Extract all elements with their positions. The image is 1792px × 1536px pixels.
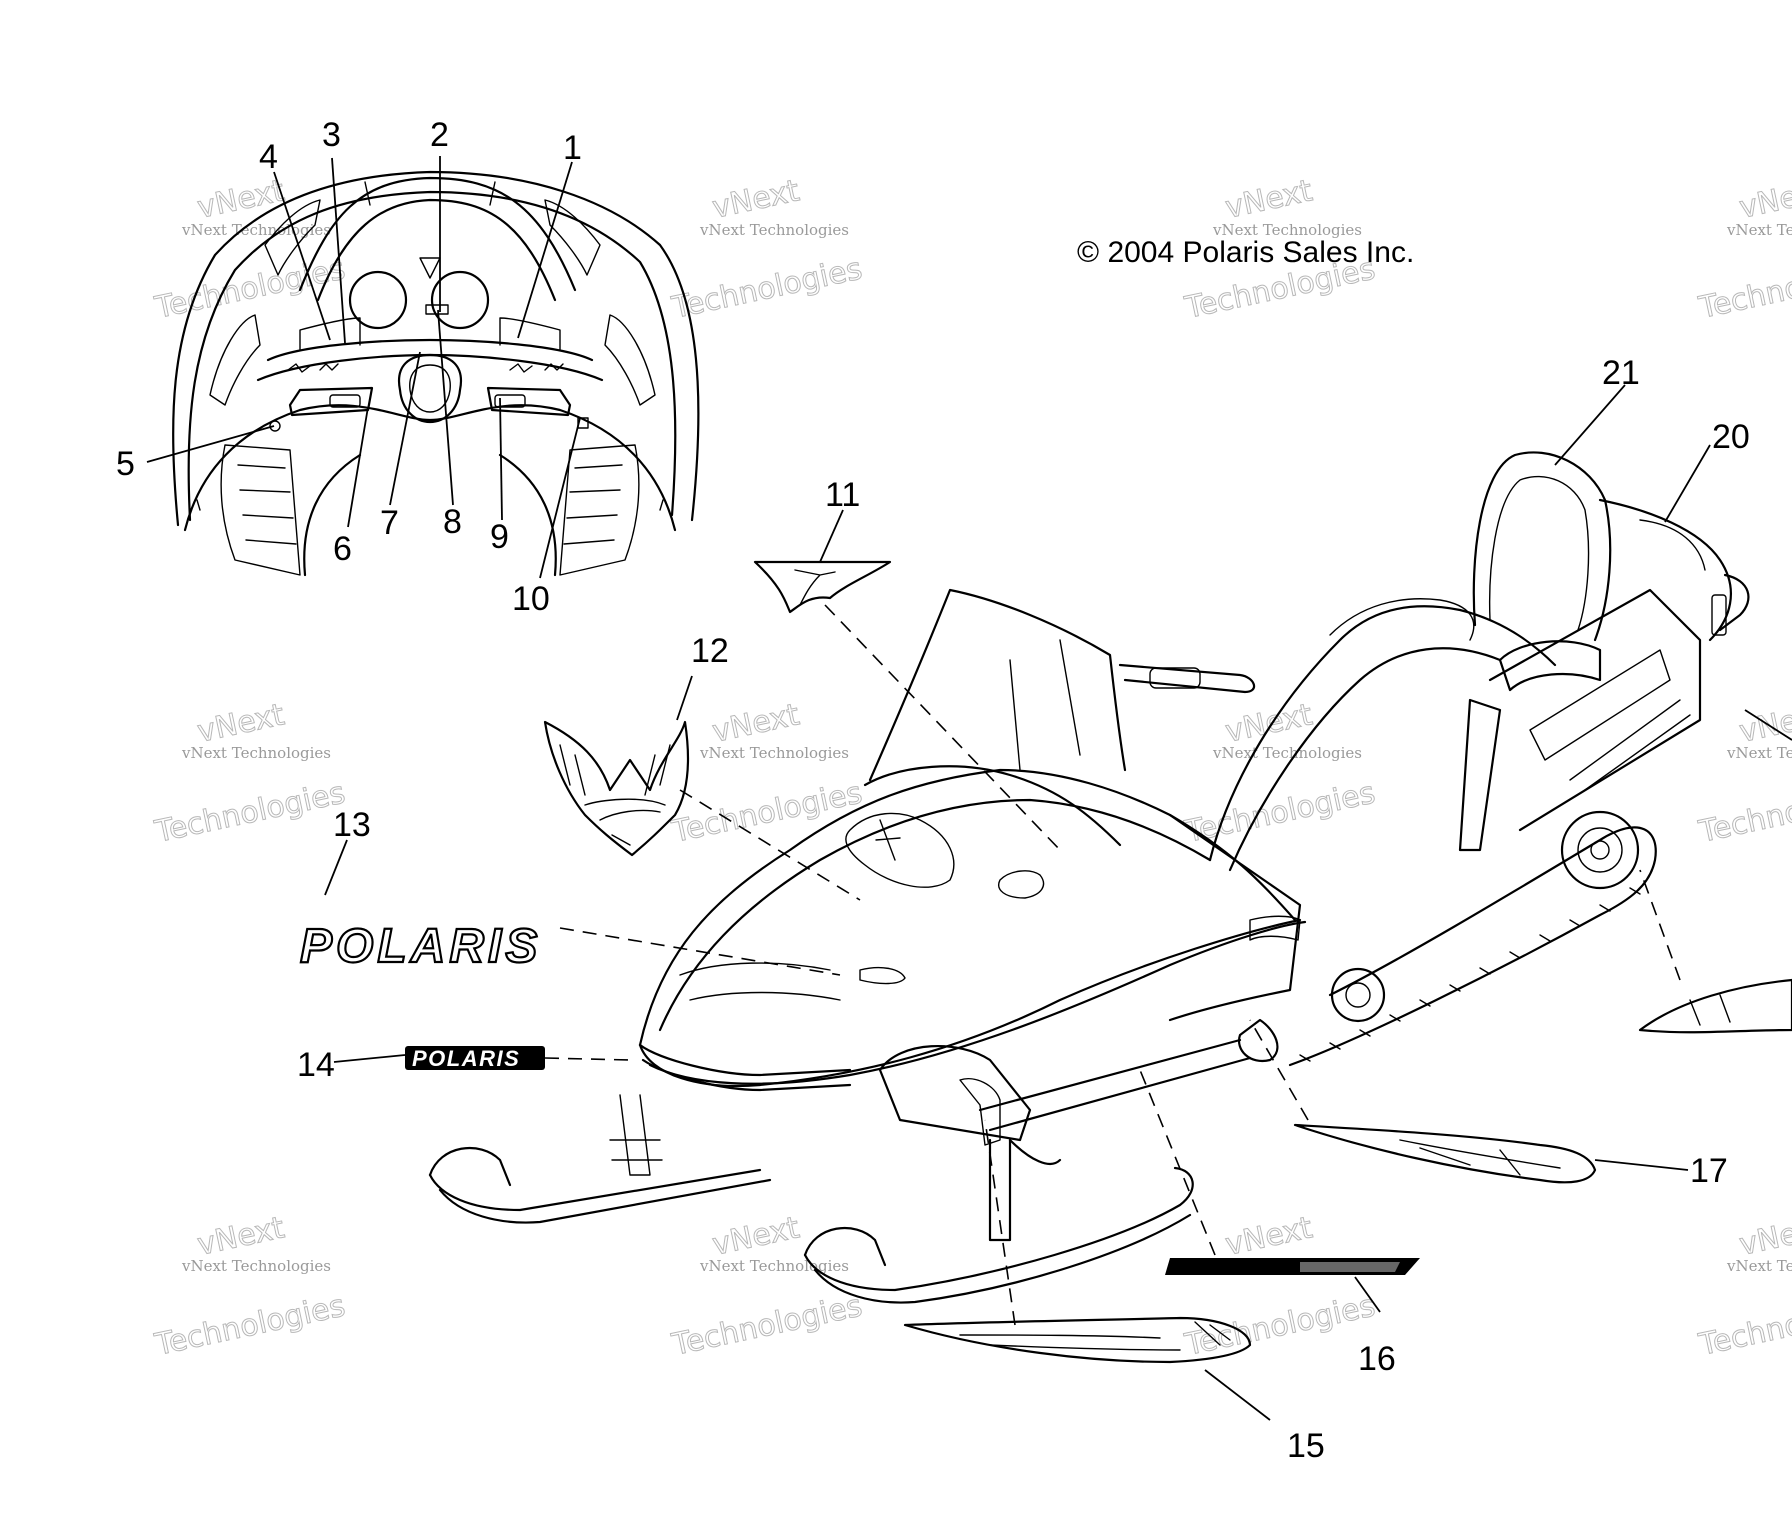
watermark-2: vNext Technologies vNext Technologies [668, 173, 866, 327]
decal-12-illustration [543, 720, 690, 857]
watermark-9: vNext Technologies vNext Technologies [151, 1210, 349, 1364]
callout-10: 10 [512, 580, 550, 618]
polaris-logo-text-small: POLARIS [412, 1046, 520, 1071]
watermark-small-text: vNext Technologies [699, 744, 849, 762]
callout-20: 20 [1712, 418, 1750, 456]
callout-3: 3 [322, 116, 341, 154]
small-logo-backing [405, 1046, 545, 1070]
watermark-big-top: vNext [709, 697, 802, 750]
watermark-big-top: vNext [709, 173, 802, 226]
watermark-big-bottom: Technologies [151, 776, 348, 851]
callout-1: 1 [563, 129, 582, 167]
watermark-small-text: vNext Technologies [699, 1257, 849, 1275]
watermark-small-text: vNext Technologies [1212, 744, 1362, 762]
watermark-7: vNext Technologies vNext Technologies [1181, 697, 1379, 851]
decal-13-polaris-logo: POLARIS [299, 919, 541, 974]
callout-6: 6 [333, 530, 352, 568]
decal-14-polaris-logo: POLARIS [405, 1046, 545, 1071]
callout-5: 5 [116, 445, 135, 483]
watermark-big-bottom: Technologies [151, 1289, 348, 1364]
copyright-text: © 2004 Polaris Sales Inc. [1077, 236, 1414, 269]
watermark-big-top: vNext [194, 1210, 287, 1263]
watermark-small-text: vNext Technologies [699, 221, 849, 239]
callout-13: 13 [333, 806, 371, 844]
watermark-big-bottom: Technologies [668, 776, 865, 851]
watermark-big-bottom: Technologies [1181, 776, 1378, 851]
callout-2: 2 [430, 116, 449, 154]
watermark-small-text: vNext Technologies [181, 1257, 331, 1275]
watermark-12: vNext Technologies vNext Technologies [1695, 1210, 1792, 1364]
decal-15-illustration [903, 1316, 1252, 1364]
watermark-big-bottom: Technologies [1695, 1289, 1792, 1364]
watermark-6: vNext Technologies vNext Technologies [668, 697, 866, 851]
leader-lines [146, 156, 1792, 1421]
watermark-big-top: vNext [194, 697, 287, 750]
decal-16-stripe-detail [1300, 1262, 1400, 1272]
watermark-big-top: vNext [1736, 173, 1792, 226]
watermark-big-top: vNext [1222, 173, 1315, 226]
decal-right-edge-illustration [1638, 978, 1792, 1034]
watermark-small-text: vNext Technologies [181, 744, 331, 762]
watermark-8: vNext Technologies vNext Technologies [1695, 697, 1792, 851]
callout-7: 7 [380, 504, 399, 542]
watermark-big-bottom: Technologies [668, 1289, 865, 1364]
watermark-big-bottom: Technologies [668, 252, 865, 327]
watermark-big-top: vNext [709, 1210, 802, 1263]
callout-9: 9 [490, 518, 509, 556]
watermark-big-bottom: Technologies [151, 252, 348, 327]
callout-labels: 1 2 3 4 5 6 7 8 9 10 11 12 13 14 15 16 1… [116, 116, 1750, 1465]
callout-4: 4 [259, 138, 278, 176]
watermark-big-top: vNext [1222, 697, 1315, 750]
snowmobile-illustration [428, 451, 1750, 1304]
callout-21: 21 [1602, 354, 1640, 392]
watermark-11: vNext Technologies vNext Technologies [1181, 1210, 1379, 1364]
callout-16: 16 [1358, 1340, 1396, 1378]
watermark-big-top: vNext [1222, 1210, 1315, 1263]
watermark-small-text: vNext Technologies [181, 221, 331, 239]
watermark-big-top: vNext [194, 173, 287, 226]
watermark-5: vNext Technologies vNext Technologies [151, 697, 349, 851]
watermark-4: vNext Technologies vNext Technologies [1695, 173, 1792, 327]
decal-11-illustration [753, 560, 892, 614]
callout-15: 15 [1287, 1427, 1325, 1465]
decal-17-illustration [1293, 1123, 1597, 1184]
callout-14: 14 [297, 1046, 335, 1084]
polaris-logo-text: POLARIS [300, 920, 541, 973]
watermark-big-bottom: Technologies [1695, 252, 1792, 327]
callout-17: 17 [1690, 1152, 1728, 1190]
callout-11: 11 [825, 476, 860, 514]
watermark-big-bottom: Technologies [1695, 776, 1792, 851]
callout-12: 12 [691, 632, 729, 670]
watermark-small-text: vNext Technologies [1726, 221, 1792, 239]
watermark-big-top: vNext [1736, 697, 1792, 750]
watermark-small-text: vNext Technologies [1726, 1257, 1792, 1275]
callout-8: 8 [443, 503, 462, 541]
decal-16-illustration [1165, 1258, 1420, 1275]
watermark-small-text: vNext Technologies [1726, 744, 1792, 762]
watermark-big-top: vNext [1736, 1210, 1792, 1263]
watermark-small-text: vNext Technologies [1212, 221, 1362, 239]
